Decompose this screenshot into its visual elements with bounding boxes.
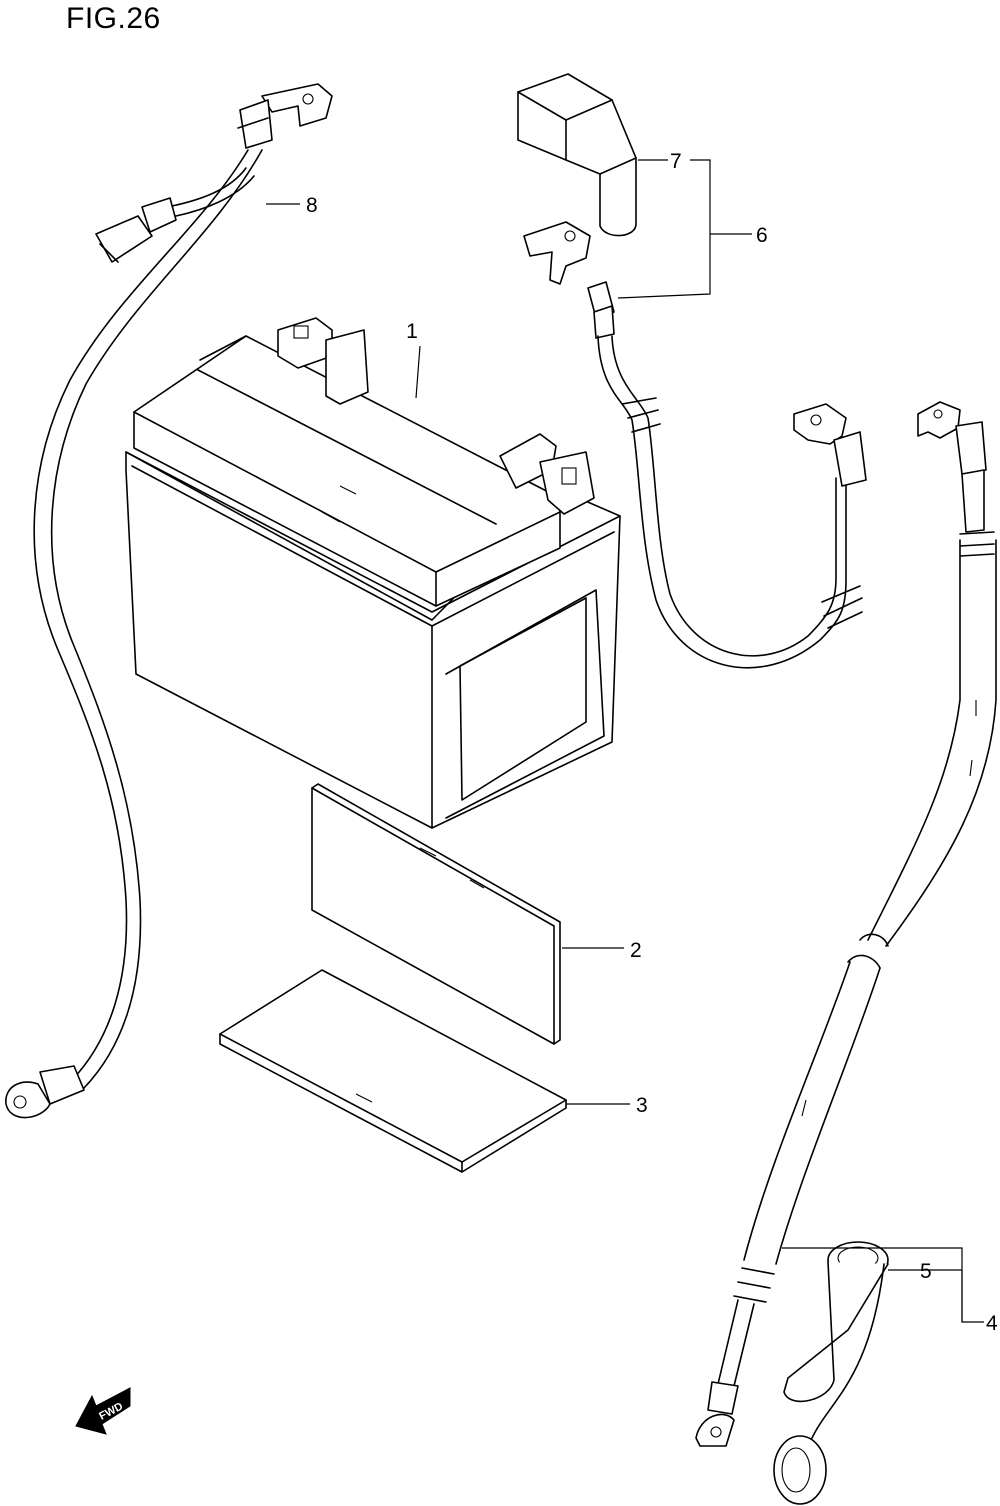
- part-2-battery-pad[interactable]: [311, 783, 561, 1045]
- part-5-terminal-boot[interactable]: [773, 1241, 889, 1505]
- callout-5: 5: [920, 1260, 932, 1283]
- callout-2: 2: [630, 939, 642, 962]
- figure-title: FIG.26: [66, 2, 161, 35]
- part-4-starter-motor-lead[interactable]: [695, 401, 997, 1447]
- callout-6: 6: [756, 224, 768, 247]
- part-3-battery-tray-pad[interactable]: [219, 969, 567, 1173]
- part-7-terminal-cover[interactable]: [517, 73, 637, 237]
- fwd-arrow-icon: FWD: [75, 1387, 131, 1435]
- callout-7: 7: [670, 150, 682, 173]
- part-1-battery[interactable]: [125, 317, 621, 829]
- callout-leaders: [266, 159, 984, 1323]
- part-8-ground-lead-wire[interactable]: [5, 83, 333, 1119]
- part-6-battery-plus-lead[interactable]: [523, 221, 867, 669]
- callout-1: 1: [406, 320, 418, 343]
- callout-8: 8: [306, 194, 318, 217]
- callout-4: 4: [986, 1312, 998, 1335]
- callout-3: 3: [636, 1094, 648, 1117]
